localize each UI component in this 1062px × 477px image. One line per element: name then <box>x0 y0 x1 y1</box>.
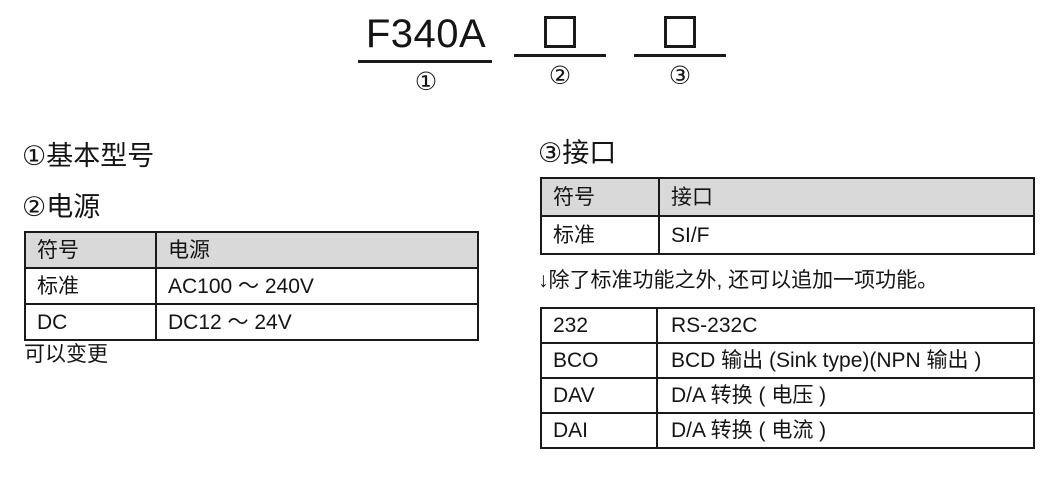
model-code-empty-box-2[interactable] <box>544 16 576 48</box>
interface-symbol-cell: 标准 <box>540 215 660 255</box>
model-code-marker-1: ① <box>414 68 438 96</box>
table-header-row: 符号 接口 <box>540 177 1035 217</box>
interface-table: 符号 接口 标准 SI/F <box>540 177 1035 255</box>
model-code-group-3: ③ <box>634 16 726 89</box>
model-code-underline-2 <box>514 54 606 57</box>
option-value-cell: BCD 输出 (Sink type)(NPN 输出 ) <box>656 342 1035 379</box>
option-value-cell: RS-232C <box>656 307 1035 344</box>
power-value-cell: AC100 ～ 240V <box>155 267 479 305</box>
option-value-cell: D/A 转换 ( 电压 ) <box>656 377 1035 414</box>
model-code-group-2: ② <box>514 16 606 89</box>
model-code-marker-3: ③ <box>668 62 692 90</box>
power-supply-table: 符号 电源 标准 AC100 ～ 240V DC DC12 ～ 24V <box>24 231 479 341</box>
table-row: 标准 SI/F <box>540 215 1035 255</box>
interface-option-note: ↓除了标准功能之外, 还可以追加一项功能。 <box>538 269 939 292</box>
option-symbol-cell: 232 <box>540 307 658 344</box>
column-header-symbol: 符号 <box>24 231 157 269</box>
model-code-underline-3 <box>634 54 726 57</box>
option-symbol-cell: DAV <box>540 377 658 414</box>
section-heading-power: ②电源 <box>22 192 101 222</box>
option-value-cell: D/A 转换 ( 电流 ) <box>656 412 1035 449</box>
model-code-base-text: F340A <box>365 12 487 56</box>
column-header-interface: 接口 <box>658 177 1035 217</box>
model-code-group-1: F340A ① <box>358 14 494 95</box>
power-symbol-cell: 标准 <box>24 267 157 305</box>
option-symbol-cell: DAI <box>540 412 658 449</box>
table-row: DAV D/A 转换 ( 电压 ) <box>540 377 1035 414</box>
interface-value-cell: SI/F <box>658 215 1035 255</box>
column-header-power: 电源 <box>155 231 479 269</box>
table-row: DAI D/A 转换 ( 电流 ) <box>540 412 1035 449</box>
section-heading-basic-model: ①基本型号 <box>22 141 155 171</box>
model-code-underline-1 <box>358 60 492 63</box>
power-footnote: 可以变更 <box>24 343 108 366</box>
power-value-cell: DC12 ～ 24V <box>155 303 479 341</box>
table-row: BCO BCD 输出 (Sink type)(NPN 输出 ) <box>540 342 1035 379</box>
option-symbol-cell: BCO <box>540 342 658 379</box>
section-heading-interface: ③接口 <box>538 138 617 168</box>
column-header-symbol: 符号 <box>540 177 660 217</box>
table-row: 标准 AC100 ～ 240V <box>24 267 479 305</box>
table-row: DC DC12 ～ 24V <box>24 303 479 341</box>
interface-option-table: 232 RS-232C BCO BCD 输出 (Sink type)(NPN 输… <box>540 307 1035 449</box>
model-code-diagram: F340A ① ② ③ <box>0 0 1062 125</box>
model-code-empty-box-3[interactable] <box>664 16 696 48</box>
power-symbol-cell: DC <box>24 303 157 341</box>
table-header-row: 符号 电源 <box>24 231 479 269</box>
table-row: 232 RS-232C <box>540 307 1035 344</box>
model-code-marker-2: ② <box>548 62 572 90</box>
